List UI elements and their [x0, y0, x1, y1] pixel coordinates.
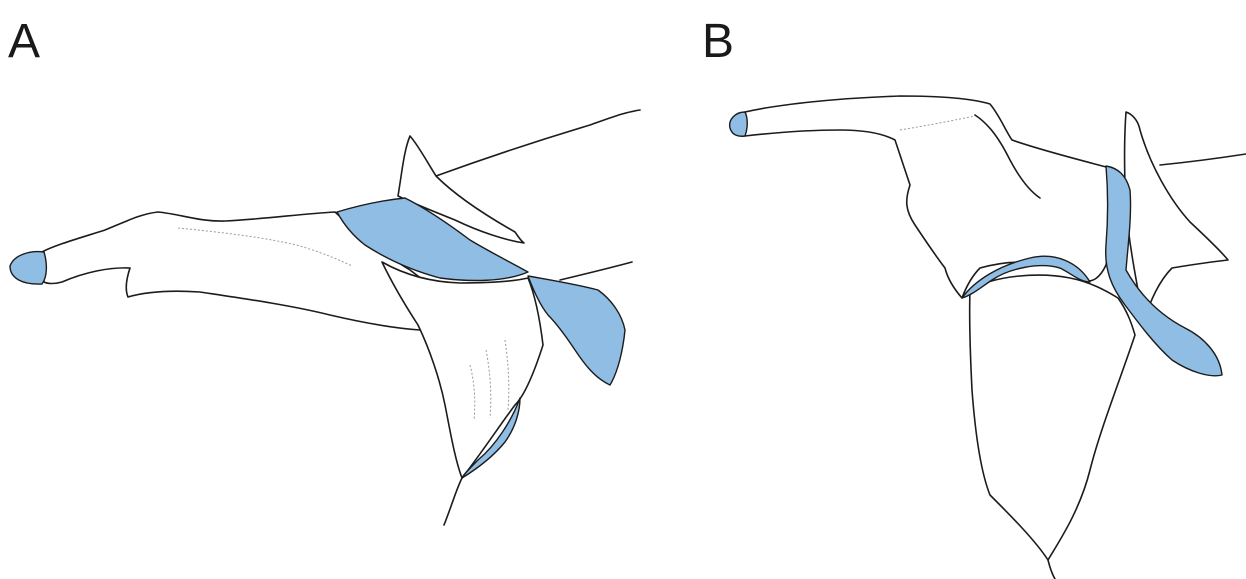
panel-a-cartilage-right [528, 276, 625, 385]
panel-label-b: B [702, 18, 734, 66]
panel-a-blade [382, 262, 543, 478]
panel-a-tail-line [444, 478, 462, 525]
panel-a-drawing [10, 110, 640, 525]
panel-label-a: A [8, 18, 40, 66]
panel-b-drawing [730, 96, 1246, 579]
panel-b-tail-line [1048, 560, 1055, 579]
panel-b-cartilage-tip [730, 112, 748, 136]
panel-b-blade [970, 275, 1135, 560]
panel-a-upper-contour [436, 110, 640, 176]
panel-a-right-contour [560, 262, 632, 280]
panel-a-cartilage-tip [10, 252, 46, 285]
panel-b-right-contour [1160, 154, 1246, 165]
